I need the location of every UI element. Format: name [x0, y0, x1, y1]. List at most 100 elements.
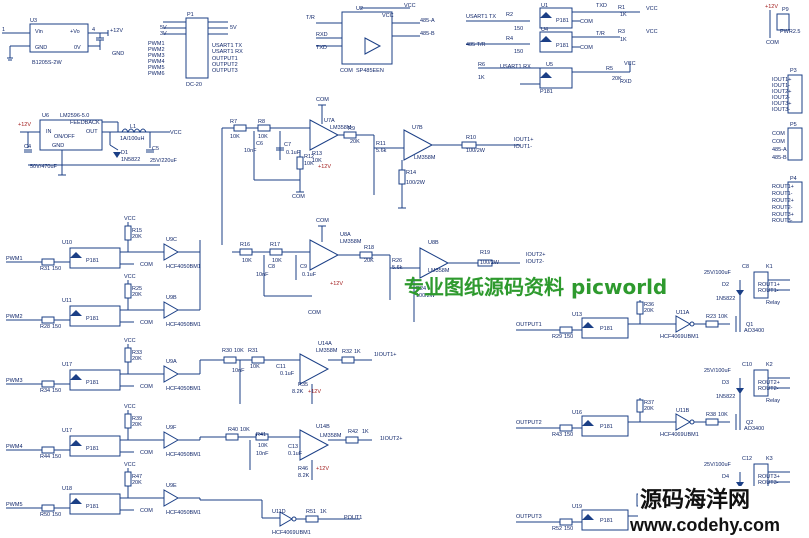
amp2-out: IOUT2+	[526, 252, 545, 258]
relay-fet-part: AO3400	[744, 328, 764, 334]
relay-cap-ref: C10	[742, 362, 752, 368]
pwm-r-pu: R33	[132, 350, 142, 356]
amp1-out: IOUT1+	[514, 137, 533, 143]
relay-opto-part: P181	[600, 326, 613, 332]
pwm-r-in: R44	[40, 454, 50, 460]
relay-r-g-value: 10K	[718, 314, 728, 320]
pwm-r-pu: R39	[132, 416, 142, 422]
amp2-r16v: 10K	[242, 258, 252, 264]
r3-ref: R3	[618, 29, 625, 35]
right-connectors: P3 P5 P4 IOUT1+ IOUT1- IOUT2+ IOUT2- IOU…	[772, 68, 803, 224]
p1-ref: P1	[187, 12, 194, 18]
amp4-u14b: U14B	[316, 424, 330, 430]
usart-tx: USART1 TX	[466, 14, 496, 20]
relay-opto-ref: U16	[572, 410, 582, 416]
amp4-out: 1IOUT2+	[380, 436, 402, 442]
u6-onoff: ON/OFF	[54, 134, 75, 140]
relay-buffer-ref: U11B	[676, 408, 690, 414]
p5-pin2: COM	[772, 139, 785, 145]
u3-gnd-label: GND	[112, 51, 124, 57]
p1-pwm4: PWM4	[148, 59, 165, 65]
u3-part: B1205S-2W	[32, 60, 62, 66]
p1-out1: OUTPUT1	[212, 56, 238, 62]
pout-out: POUT1	[344, 515, 362, 521]
u6-d1: D1	[121, 150, 128, 156]
p5-pin1: COM	[772, 131, 785, 137]
amp1-u7b: U7B	[412, 125, 423, 131]
txd-label: TXD	[596, 3, 607, 9]
p3-pin6: IOUT3-	[772, 107, 790, 113]
u3-pin1: 1	[2, 27, 5, 33]
relay-r-in-value: 150	[564, 526, 573, 532]
pwr-com: COM	[766, 40, 779, 46]
amp3-r35v: 8.2K	[292, 389, 304, 395]
amp3-out: 1IOUT1+	[374, 352, 396, 358]
amp2-r26v: 5.6k	[392, 265, 403, 271]
amp2-r16: R16	[240, 242, 250, 248]
pwm-r-pu: R15	[132, 228, 142, 234]
u6-out: OUT	[86, 129, 98, 135]
amp3-r31v: 10K	[250, 364, 260, 370]
pwm-r-pu-value: 20K	[132, 234, 142, 240]
relay-cap-ref: C12	[742, 456, 752, 462]
relay-cap-part: 25V/100uF	[704, 462, 732, 468]
u6-c4v: 50V/470uF	[30, 164, 58, 170]
watermark-url: www.codehy.com	[629, 515, 780, 535]
pwm-r-in-value: 150	[52, 512, 61, 518]
p1-top-5v: 5V	[160, 25, 167, 31]
u2-tr: T/R	[306, 15, 315, 21]
pwm-opto-part: P181	[86, 316, 99, 322]
p1-tx: USART1 TX	[212, 43, 242, 49]
pwr-ref: P9	[782, 7, 789, 13]
relay-out-minus: ROUT2-	[758, 386, 779, 392]
p1-out3: OUTPUT3	[212, 68, 238, 74]
r2-ref: R2	[506, 12, 513, 18]
p5-pin3: 485-A	[772, 147, 787, 153]
pwm-vcc: VCC	[124, 216, 136, 222]
amp2-r18: R18	[364, 245, 374, 251]
amp1-r7: R7	[230, 119, 237, 125]
relay-opto-ref: U13	[572, 312, 582, 318]
relay-diode-ref: D4	[722, 474, 729, 480]
relay-fet-ref: Q2	[746, 420, 753, 426]
buffer-body	[163, 243, 180, 261]
p1-part: DC-20	[186, 82, 202, 88]
pwm-com: COM	[140, 450, 153, 456]
pwm-r-pu: R47	[132, 474, 142, 480]
r5-ref: R5	[606, 66, 613, 72]
relay-cap-part: 25V/100uF	[704, 270, 732, 276]
relay-buffer-ref: U11A	[676, 310, 690, 316]
watermark-black: 源码海洋网	[640, 487, 750, 513]
p4-pin5: ROUT3+	[772, 212, 794, 218]
pwm-buffer-part: HCF4050BM1	[166, 510, 201, 516]
pwm-buffer-part: HCF4050BM1	[166, 322, 201, 328]
r3-val: 1K	[620, 37, 627, 43]
buffer-body	[163, 365, 180, 383]
amp4-r42: R42	[348, 429, 358, 435]
p1-pwm2: PWM2	[148, 47, 165, 53]
relay-diode-ref: D3	[722, 380, 729, 386]
amp1-com: COM	[316, 97, 329, 103]
u2-rxd: RXD	[316, 32, 328, 38]
amp4-c12v: 10nF	[256, 451, 269, 457]
relay-out-plus: ROUT1+	[758, 282, 780, 288]
amp1-c6: C6	[256, 141, 263, 147]
amp4-r40v: 10K	[240, 427, 250, 433]
serial-optos: U1 P181 U4 P181 U5 P181 USART1 TX 485 T/…	[466, 3, 658, 95]
relay-r-g: R38	[706, 412, 716, 418]
relay-r-in: R29	[552, 334, 562, 340]
amp2-r18v: 20K	[364, 258, 374, 264]
amp3-u14a: U14A	[318, 341, 332, 347]
u2-ref: U2	[356, 6, 363, 12]
amp1-r9v: 20K	[350, 139, 360, 145]
p1-pwm1: PWM1	[148, 41, 165, 47]
usart-rx: USART1 RX	[500, 64, 531, 70]
amp2-r24: R24	[416, 286, 426, 292]
p3-pin5: IOUT3+	[772, 101, 791, 107]
amp1-u7a: U7A	[324, 118, 335, 124]
pwm-r-in-value: 150	[52, 454, 61, 460]
pwm-vcc: VCC	[124, 404, 136, 410]
amp4-12v: +12V	[316, 466, 329, 472]
